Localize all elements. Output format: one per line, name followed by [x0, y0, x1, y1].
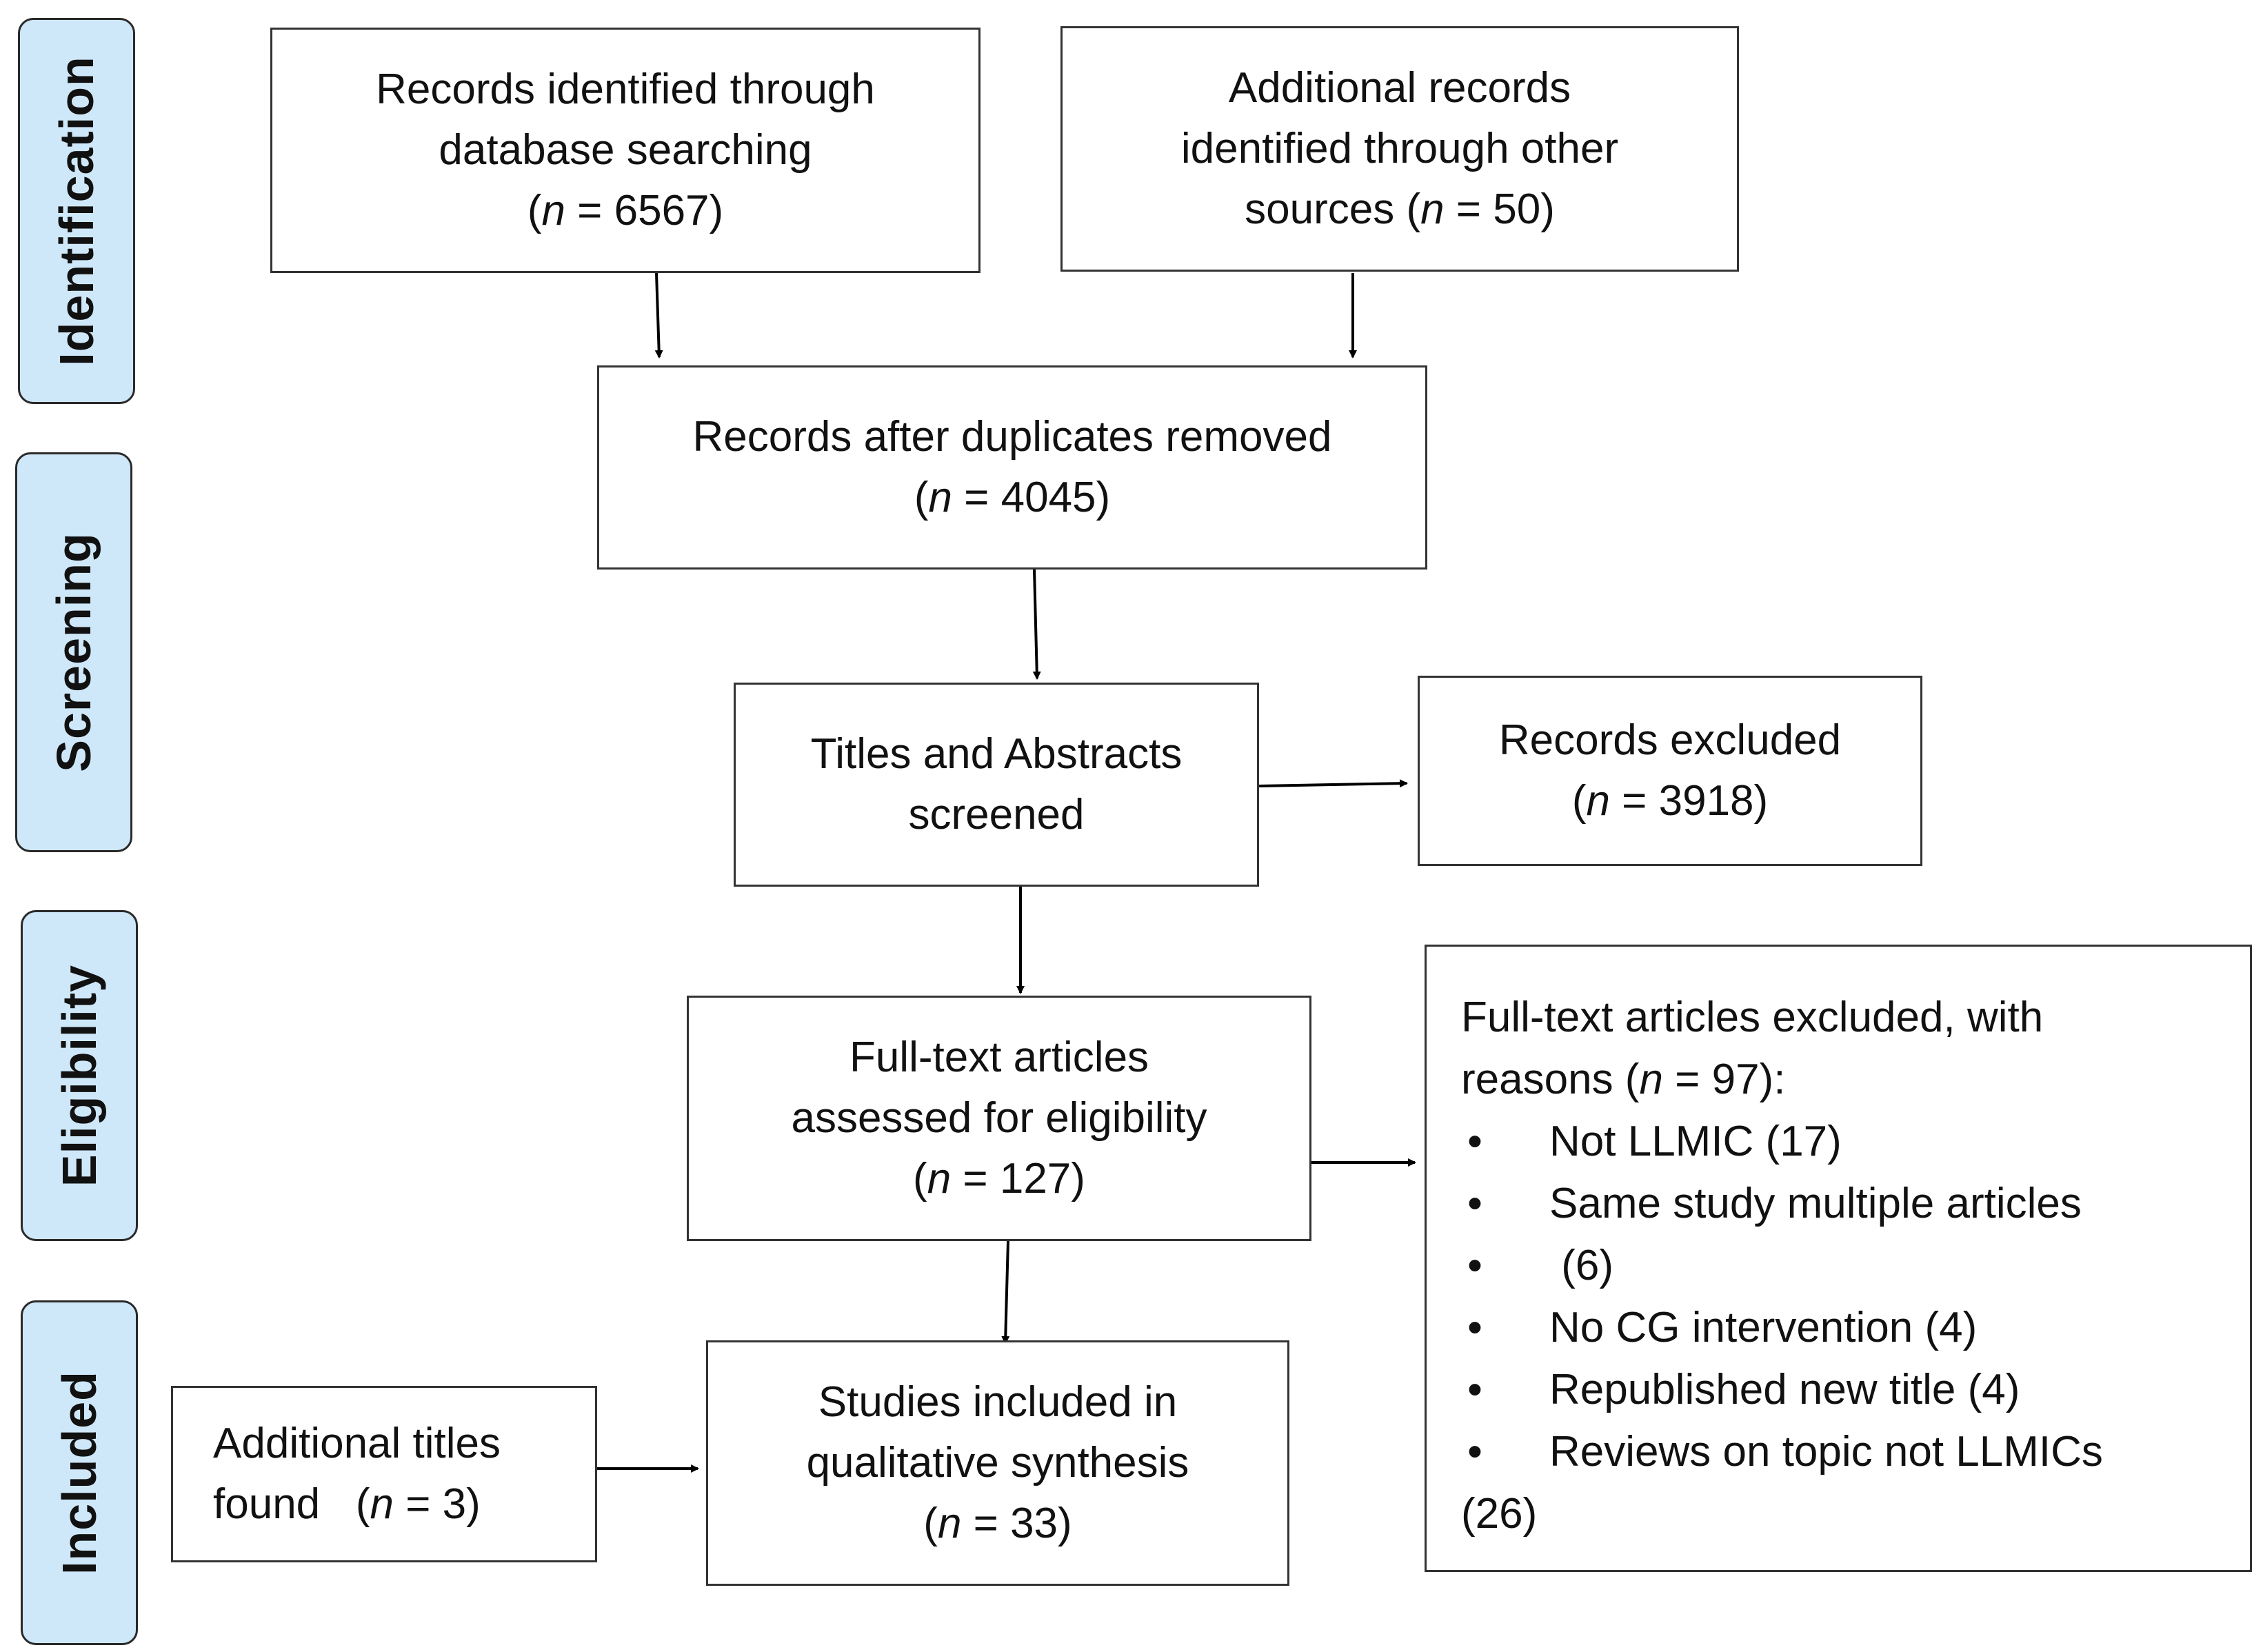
full-text-count: (n = 127): [913, 1155, 1085, 1202]
other-sources-count: sources (n = 50): [1245, 185, 1555, 233]
stage-identification: Identification: [18, 18, 135, 404]
full-text-line-2: assessed for eligibility: [791, 1094, 1207, 1142]
included-line-1: Studies included in: [818, 1378, 1178, 1426]
full-text-excluded-head-1: Full-text articles excluded, with: [1461, 994, 2044, 1041]
box-other-sources: Additional records identified through ot…: [1060, 26, 1739, 272]
box-additional-titles: Additional titles found (n = 3): [171, 1386, 597, 1562]
database-count: (n = 6567): [527, 187, 724, 234]
other-sources-line-1: Additional records: [1228, 64, 1571, 112]
screened-line-1: Titles and Abstracts: [810, 730, 1183, 778]
arrow-dedup-to-screened: [1032, 569, 1041, 680]
box-full-text-excluded: Full-text articles excluded, with reason…: [1425, 945, 2252, 1572]
additional-titles-line-1: Additional titles: [213, 1420, 501, 1467]
arrow-fulltext-to-included: [1001, 1240, 1010, 1344]
after-duplicates-count: (n = 4045): [914, 474, 1111, 521]
box-records-excluded: Records excluded (n = 3918): [1418, 676, 1922, 866]
box-titles-abstracts-screened: Titles and Abstracts screened: [734, 683, 1259, 887]
list-item: •Not LLMIC (17): [1467, 1118, 1842, 1165]
stage-included: Included: [21, 1300, 138, 1645]
list-item: •No CG intervention (4): [1467, 1304, 1978, 1351]
box-full-text-assessed: Full-text articles assessed for eligibil…: [687, 996, 1311, 1241]
screened-line-2: screened: [908, 791, 1085, 838]
database-line-2: database searching: [439, 126, 812, 174]
records-excluded-line-1: Records excluded: [1498, 716, 1842, 764]
list-item: •Republished new title (4): [1467, 1366, 2020, 1413]
full-text-excluded-head-2: reasons (n = 97):: [1461, 1056, 1786, 1103]
list-item: • (6): [1467, 1242, 1613, 1289]
list-item: •Same study multiple articles: [1467, 1180, 2082, 1227]
arrow-screened-to-excluded: [1258, 779, 1408, 788]
full-text-line-1: Full-text articles: [849, 1034, 1149, 1081]
database-line-1: Records identified through: [376, 66, 875, 113]
included-line-2: qualitative synthesis: [806, 1439, 1189, 1487]
box-studies-included: Studies included in qualitative synthesi…: [706, 1340, 1289, 1586]
records-excluded-count: (n = 3918): [1571, 777, 1769, 825]
list-item-continuation: (26): [1461, 1490, 1538, 1538]
additional-titles-count: found (n = 3): [213, 1480, 481, 1528]
full-text-excluded-heading: Full-text articles excluded, with reason…: [1461, 987, 2043, 1111]
other-sources-line-2: identified through other: [1180, 125, 1619, 172]
arrow-database-to-dedup: [654, 272, 663, 359]
included-count: (n = 33): [923, 1500, 1072, 1547]
stage-screening: Screening: [15, 452, 132, 852]
exclusion-reasons-list: •Not LLMIC (17) •Same study multiple art…: [1461, 1111, 2103, 1545]
box-database-records: Records identified through database sear…: [270, 28, 980, 273]
list-item: •Reviews on topic not LLMICs: [1467, 1428, 2103, 1475]
stage-eligibility: Eligibility: [21, 910, 138, 1241]
after-duplicates-line-1: Records after duplicates removed: [692, 413, 1332, 461]
box-after-duplicates: Records after duplicates removed (n = 40…: [597, 365, 1427, 570]
